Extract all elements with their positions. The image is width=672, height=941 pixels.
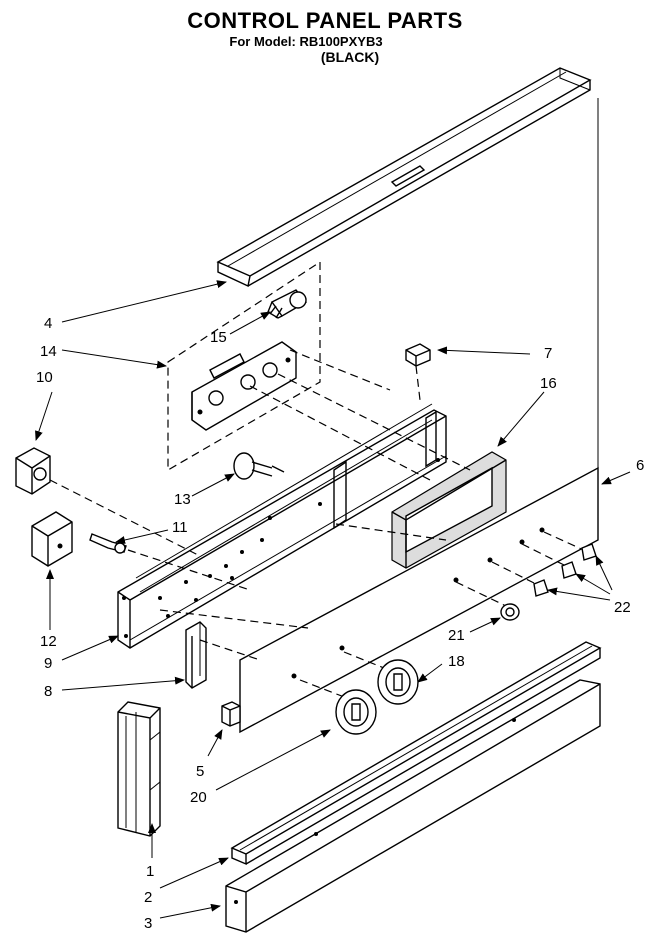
callout-13: 13	[174, 491, 191, 508]
callout-5: 5	[196, 763, 204, 780]
page-title: CONTROL PANEL PARTS	[187, 8, 463, 33]
callout-21: 21	[448, 627, 465, 644]
callout-20: 20	[190, 789, 207, 806]
callout-22: 22	[614, 599, 631, 616]
part-18-knob	[377, 659, 419, 705]
callout-3: 3	[144, 915, 152, 932]
relation-lines	[49, 349, 589, 701]
part-4-top-trim	[216, 67, 592, 288]
part-3-lower-trim	[225, 679, 601, 933]
part-10-component	[15, 447, 51, 495]
callout-1: 1	[146, 863, 154, 880]
model-color: (BLACK)	[320, 49, 380, 65]
part-7-clip	[405, 343, 431, 367]
callout-6: 6	[636, 457, 644, 474]
part-16-gasket	[391, 451, 507, 569]
part-13-component	[233, 452, 285, 480]
model-number: For Model: RB100PXYB3	[229, 34, 383, 49]
callout-labels: 4 14 15 10 7 16 6 13 11 12 9 8 22 21 18 …	[36, 315, 644, 932]
callout-16: 16	[540, 375, 557, 392]
callout-12: 12	[40, 633, 57, 650]
part-2-lower-trim	[230, 641, 602, 866]
callout-7: 7	[544, 345, 552, 362]
part-1-end-cap	[117, 701, 161, 837]
callout-4: 4	[44, 315, 52, 332]
callout-14: 14	[40, 343, 57, 360]
callout-11: 11	[172, 519, 188, 536]
callout-18: 18	[448, 653, 465, 670]
part-8-bracket	[185, 621, 207, 689]
part-11-shaft	[89, 533, 127, 554]
part-14-bracket	[191, 341, 297, 431]
part-12-component	[31, 511, 73, 567]
callout-9: 9	[44, 655, 52, 672]
leader-lines	[35, 280, 631, 919]
callout-2: 2	[144, 889, 152, 906]
callout-15: 15	[210, 329, 227, 346]
part-14-dashed-group	[167, 260, 321, 472]
part-20-knob	[335, 689, 377, 735]
callout-10: 10	[36, 369, 53, 386]
part-22-knobs	[533, 543, 597, 597]
part-15-switch	[267, 289, 308, 319]
part-21-knob	[500, 603, 520, 621]
callout-8: 8	[44, 683, 52, 700]
part-5-component	[221, 701, 241, 727]
